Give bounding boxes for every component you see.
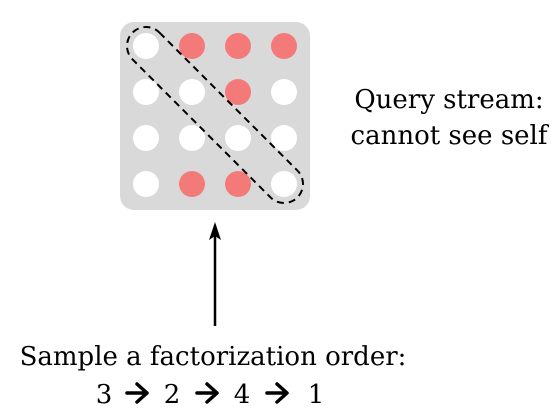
visible-dot [271,33,297,59]
factorization-order: 3 2 4 1 [96,380,325,410]
masked-dot [271,125,297,151]
bottom-label-line-1: Sample a factorization order: [20,342,407,372]
attention-mask-grid [133,33,297,197]
masked-dot [133,171,159,197]
masked-dot [179,125,205,151]
right-arrow-icon [265,382,289,404]
visible-dot [225,33,251,59]
pointer-arrow-head [209,222,221,240]
right-arrow-icon [125,382,149,404]
side-label-line-1: Query stream: [354,85,543,115]
right-arrow-icon [195,382,219,404]
order-step-1: 3 [96,380,113,410]
masked-dot [133,79,159,105]
masked-dot [133,33,159,59]
masked-dot [271,171,297,197]
masked-dot [179,79,205,105]
visible-dot [179,33,205,59]
visible-dot [179,171,205,197]
masked-dot [133,125,159,151]
masked-dot [225,125,251,151]
side-label-line-2: cannot see self [351,121,550,151]
visible-dot [225,79,251,105]
visible-dot [225,171,251,197]
order-step-4: 1 [308,380,325,410]
masked-dot [271,79,297,105]
order-step-2: 2 [164,380,181,410]
order-step-3: 4 [234,380,251,410]
diagonal-dashed-outline [126,26,304,204]
attention-mask-panel [120,22,310,210]
